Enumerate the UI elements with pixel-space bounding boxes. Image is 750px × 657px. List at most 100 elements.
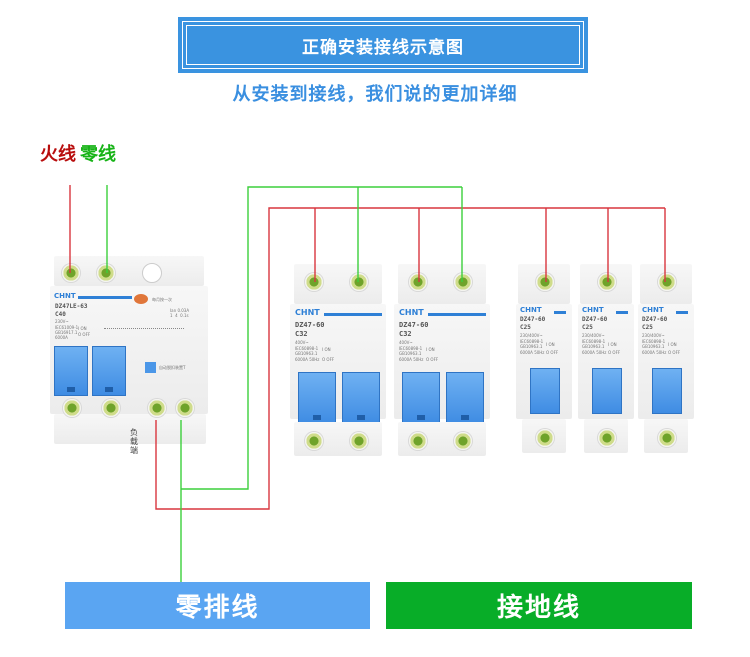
rcd-top-note: 每月按一次 [152, 297, 172, 302]
breaker-screw-live [598, 273, 616, 291]
legend-live-wire: 火线 [40, 144, 76, 165]
rcd-brand: CHNT [54, 292, 76, 300]
page-subtitle: 从安装到接线，我们说的更加详细 [232, 84, 518, 105]
breaker-brand-bar [324, 313, 382, 316]
banner-outer-border [182, 21, 584, 69]
breaker-output-screw [658, 429, 676, 447]
rcd-model: DZ47LE-63 [55, 303, 88, 310]
breaker-rating: C32 [399, 330, 412, 338]
rcd-circuit-diagram [104, 328, 184, 329]
rcd-off-label: O OFF [78, 332, 91, 337]
breaker-output-screw-2 [350, 432, 368, 450]
rcd-toggle-2[interactable] [92, 346, 126, 396]
toggle-slot [417, 415, 425, 420]
breaker-breaking: 6000A 50Hz [399, 357, 424, 362]
breaker-standard: IEC60898-1 GB10963.1 [399, 346, 423, 356]
breaker-screw-neutral [454, 273, 472, 291]
rcd-load-screw-live [148, 399, 166, 417]
breaker-on-label: I ON [322, 347, 331, 352]
breaker-voltage: 230/400V~ [582, 333, 605, 338]
breaker-standard: IEC60898-1 GB10963.1 [295, 346, 319, 356]
breaker-toggle[interactable] [592, 368, 622, 414]
breaker-breaking: 6000A 50Hz [520, 350, 545, 355]
breaker-toggle-2[interactable] [446, 372, 484, 424]
neutral-distribution-wire [181, 186, 462, 490]
ground-wire-label: 接地线 [496, 593, 581, 623]
breaker-breaking: 6000A 50Hz [295, 357, 320, 362]
breaker-toggle[interactable] [652, 368, 682, 414]
breaker-off-label: O OFF [546, 350, 559, 355]
rcd-on-label: I ON [78, 326, 87, 331]
rcd-breaking: 6000A [55, 335, 68, 340]
breaker-brand-bar [616, 311, 628, 314]
breaker-brand-bar [676, 311, 688, 314]
breaker-brand: CHNT [520, 306, 542, 314]
rcd-standard: IEC61009-1 GB16917.1 [55, 325, 79, 335]
rcd-voltage: 230V~ [55, 319, 69, 324]
breaker-screw-live [409, 273, 427, 291]
breaker-brand-bar [554, 311, 566, 314]
rcd-test-button[interactable] [134, 294, 148, 304]
breaker-breaking: 6000A 50Hz [642, 350, 667, 355]
breaker-screw-live [536, 273, 554, 291]
title-banner: 正确安装接线示意图 [178, 17, 588, 73]
breaker-breaking: 6000A 50Hz [582, 350, 607, 355]
toggle-slot [461, 415, 469, 420]
breaker-voltage: 400V~ [295, 340, 309, 345]
breaker-screw-live [305, 273, 323, 291]
rcd-load-screw-neutral [176, 399, 194, 417]
breaker-off-label: O OFF [668, 350, 681, 355]
breaker-model: DZ47-60 [582, 316, 608, 323]
banner-inner-border [186, 25, 580, 65]
toggle-slot [105, 387, 113, 392]
breaker-voltage: 400V~ [399, 340, 413, 345]
breaker-rating: C25 [642, 324, 653, 331]
breaker-toggle-1[interactable] [298, 372, 336, 424]
breaker-rating: C25 [582, 324, 593, 331]
breaker-output-screw [536, 429, 554, 447]
breaker-off-label: O OFF [608, 350, 621, 355]
rcd-test-label: 自动脱扣装置T [159, 365, 186, 370]
breaker-standard: IEC60898-1 GB10963.1 [520, 339, 544, 349]
breaker-output-screw-1 [409, 432, 427, 450]
toggle-slot [313, 415, 321, 420]
breaker-output-screw-1 [305, 432, 323, 450]
rcd-output-screw-1 [63, 399, 81, 417]
breaker-on-label: I ON [546, 342, 555, 347]
legend-neutral-wire: 零线 [80, 144, 116, 165]
rcd-empty-hole [142, 263, 162, 283]
rcd-specs: Ian 0.03A 1 4 0.1s [170, 308, 190, 318]
rcd-toggle-1[interactable] [54, 346, 88, 396]
rcd-rating: C40 [55, 311, 66, 318]
rcd-input-screw-neutral [97, 264, 115, 282]
wire-legend: 火线零线 [40, 140, 116, 166]
breaker-toggle[interactable] [530, 368, 560, 414]
breaker-off-label: O OFF [322, 357, 335, 362]
breaker-toggle-1[interactable] [402, 372, 440, 424]
breaker-output-screw [598, 429, 616, 447]
rcd-breaker: CHNT 每月按一次 DZ47LE-63 C40 230V~ IEC61009-… [50, 256, 208, 456]
breaker-screw-live [658, 273, 676, 291]
breaker-standard: IEC60898-1 GB10963.1 [642, 339, 666, 349]
breaker-off-label: O OFF [426, 357, 439, 362]
rcd-reset-button[interactable] [145, 362, 156, 373]
breaker-on-label: I ON [608, 342, 617, 347]
breaker-brand: CHNT [642, 306, 664, 314]
breaker-toggle-2[interactable] [342, 372, 380, 424]
breaker-model: DZ47-60 [295, 321, 325, 329]
breaker-voltage: 230/400V~ [642, 333, 665, 338]
breaker-brand: CHNT [295, 308, 320, 317]
breaker-rating: C32 [295, 330, 308, 338]
breaker-voltage: 230/400V~ [520, 333, 543, 338]
breaker-brand-bar [428, 313, 486, 316]
breaker-output-screw-2 [454, 432, 472, 450]
neutral-bus-bar: 零排线 [65, 582, 370, 629]
rcd-brand-bar [78, 296, 132, 299]
page-title: 正确安装接线示意图 [302, 37, 464, 58]
